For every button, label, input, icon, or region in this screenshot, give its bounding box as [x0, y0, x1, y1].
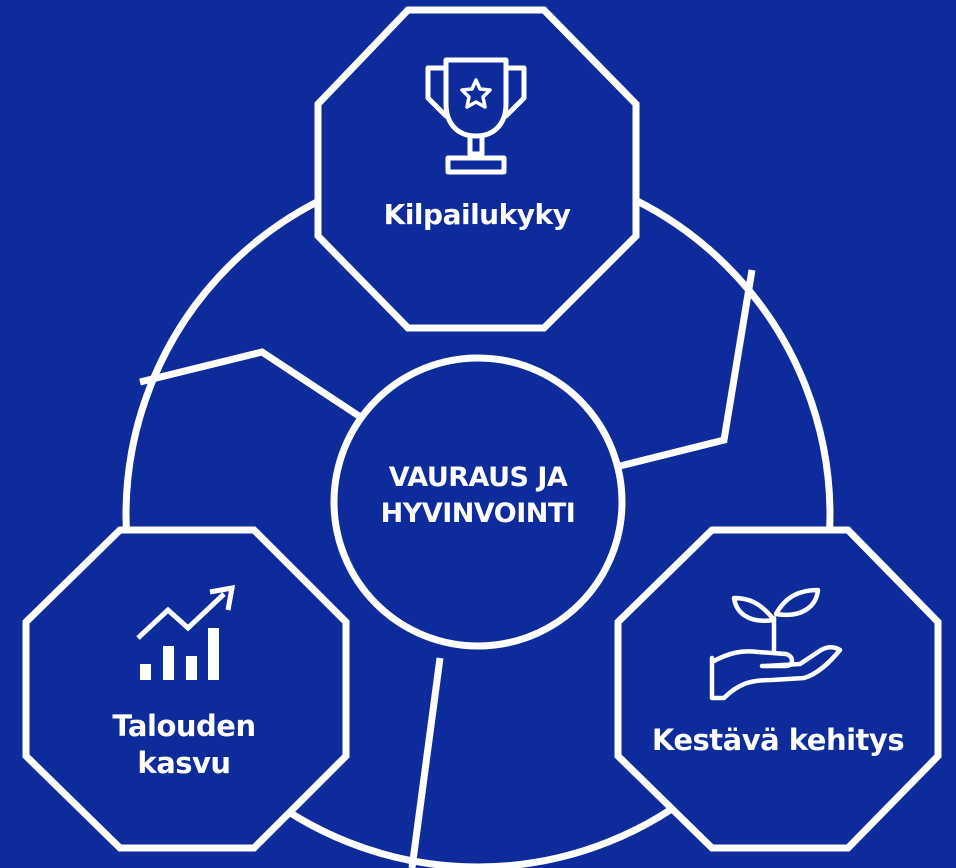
divider-right [619, 269, 756, 470]
label-competitiveness: Kilpailukyky [383, 198, 571, 231]
octagon-top [314, 6, 640, 332]
label-economic-growth: Talouden kasvu [22, 708, 346, 782]
octagon-left [22, 526, 350, 852]
octagon-right [614, 526, 942, 852]
center-title-line2: HYVINVOINTI [380, 498, 576, 529]
center-title-line1: VAURAUS JA [388, 462, 568, 493]
label-economic-growth-line1: Talouden [112, 709, 256, 743]
label-economic-growth-line2: kasvu [137, 746, 231, 780]
plant-in-hand-icon [709, 587, 843, 701]
label-sustainable-development: Kestävä kehitys [651, 723, 905, 757]
trophy-icon [425, 57, 527, 175]
center-circle [330, 354, 626, 650]
divider-left [139, 348, 364, 421]
divider-bottom [408, 657, 444, 868]
growth-chart-icon [136, 584, 236, 680]
center-title: VAURAUS JA HYVINVOINTI [334, 460, 622, 532]
